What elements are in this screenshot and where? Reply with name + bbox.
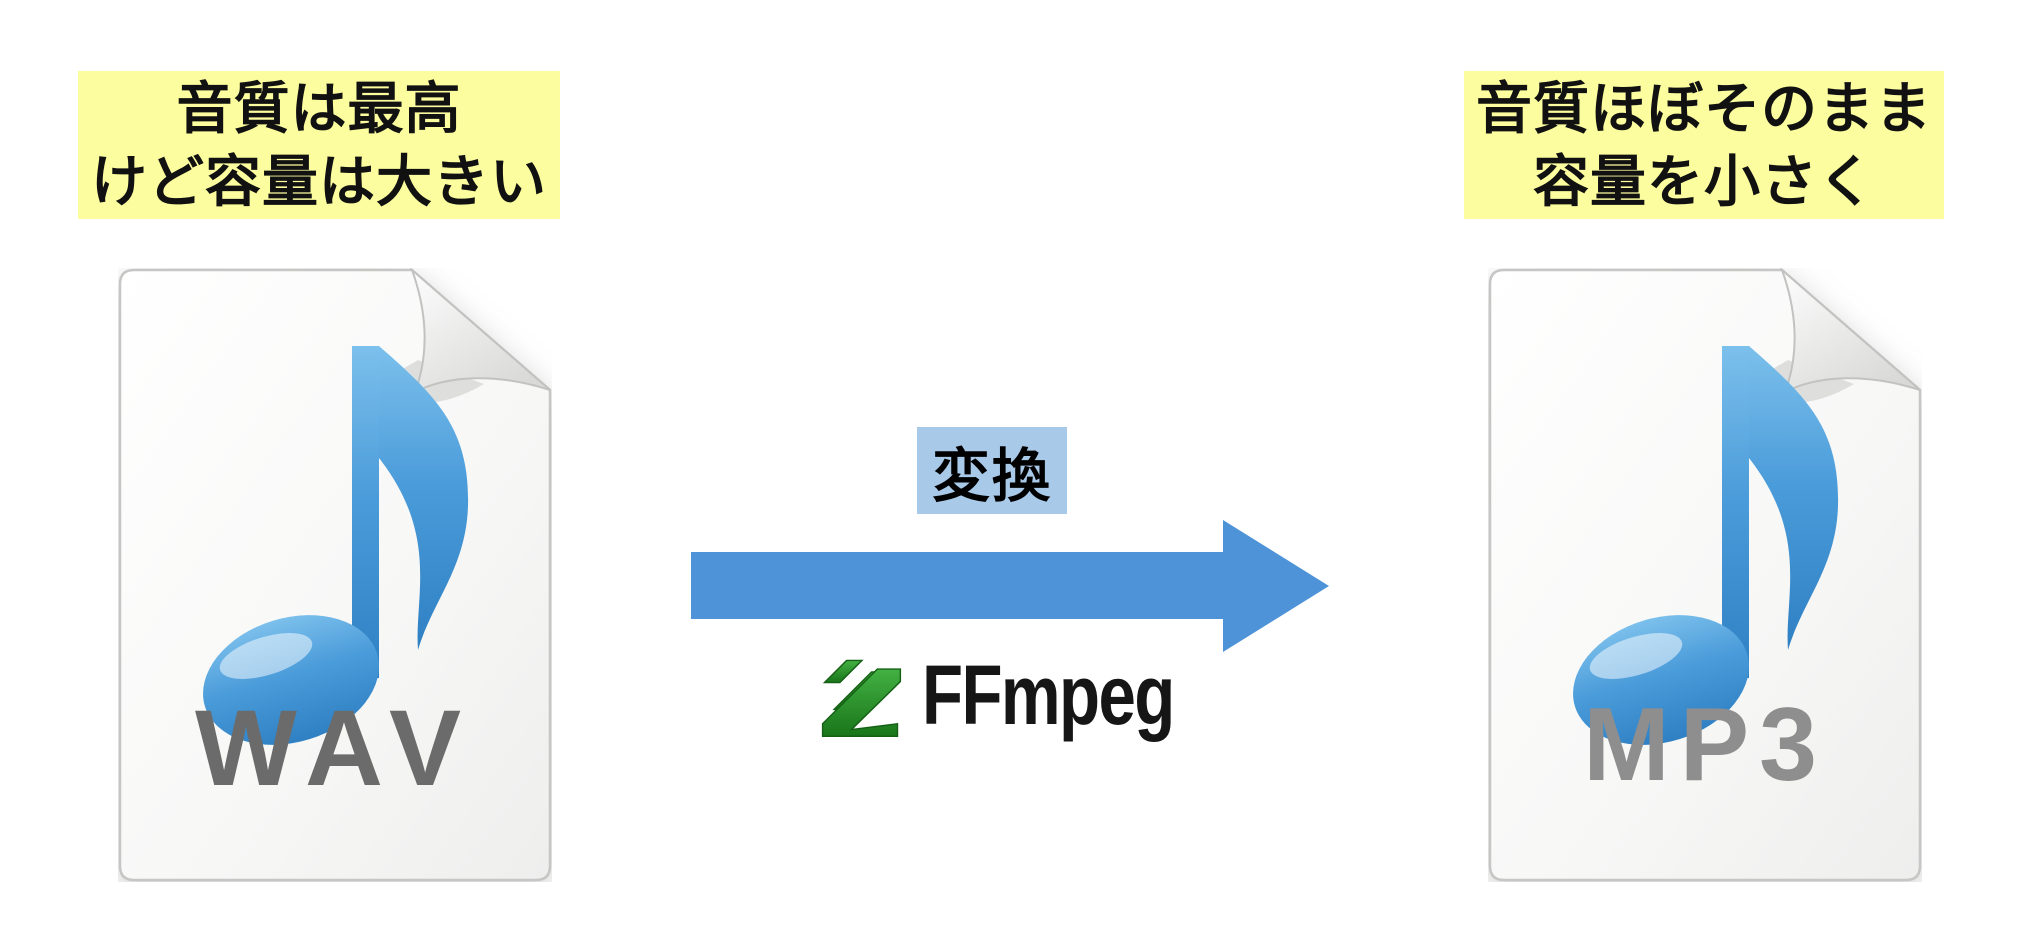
ffmpeg-wordmark: FFmpeg xyxy=(922,647,1175,742)
paper-fold-corner xyxy=(410,268,551,395)
wav-format-label: WAV xyxy=(195,687,475,808)
conversion-label-text: 変換 xyxy=(931,443,1052,509)
ffmpeg-zigzag-icon xyxy=(821,659,902,737)
wav-quality-label: 音質は最高 けど容量は大きい xyxy=(78,71,560,219)
mp3-file-icon: MP3 xyxy=(1488,268,1922,882)
paper-fold-corner xyxy=(1780,268,1921,395)
mp3-quality-label-line1: 音質ほぼそのまま xyxy=(1476,77,1932,140)
mp3-format-label: MP3 xyxy=(1583,687,1827,803)
conversion-arrow-icon xyxy=(691,520,1329,652)
wav-quality-label-line2: けど容量は大きい xyxy=(91,150,547,213)
music-note-icon xyxy=(1573,346,1839,745)
conversion-label: 変換 xyxy=(917,427,1067,514)
ffmpeg-logo: FFmpeg xyxy=(812,645,1237,745)
wav-quality-label-line1: 音質は最高 xyxy=(176,77,462,140)
mp3-quality-label: 音質ほぼそのまま 容量を小さく xyxy=(1464,71,1944,219)
music-note-icon xyxy=(203,346,469,745)
mp3-quality-label-line2: 容量を小さく xyxy=(1533,150,1875,213)
wav-file-icon: WAV xyxy=(118,268,552,882)
